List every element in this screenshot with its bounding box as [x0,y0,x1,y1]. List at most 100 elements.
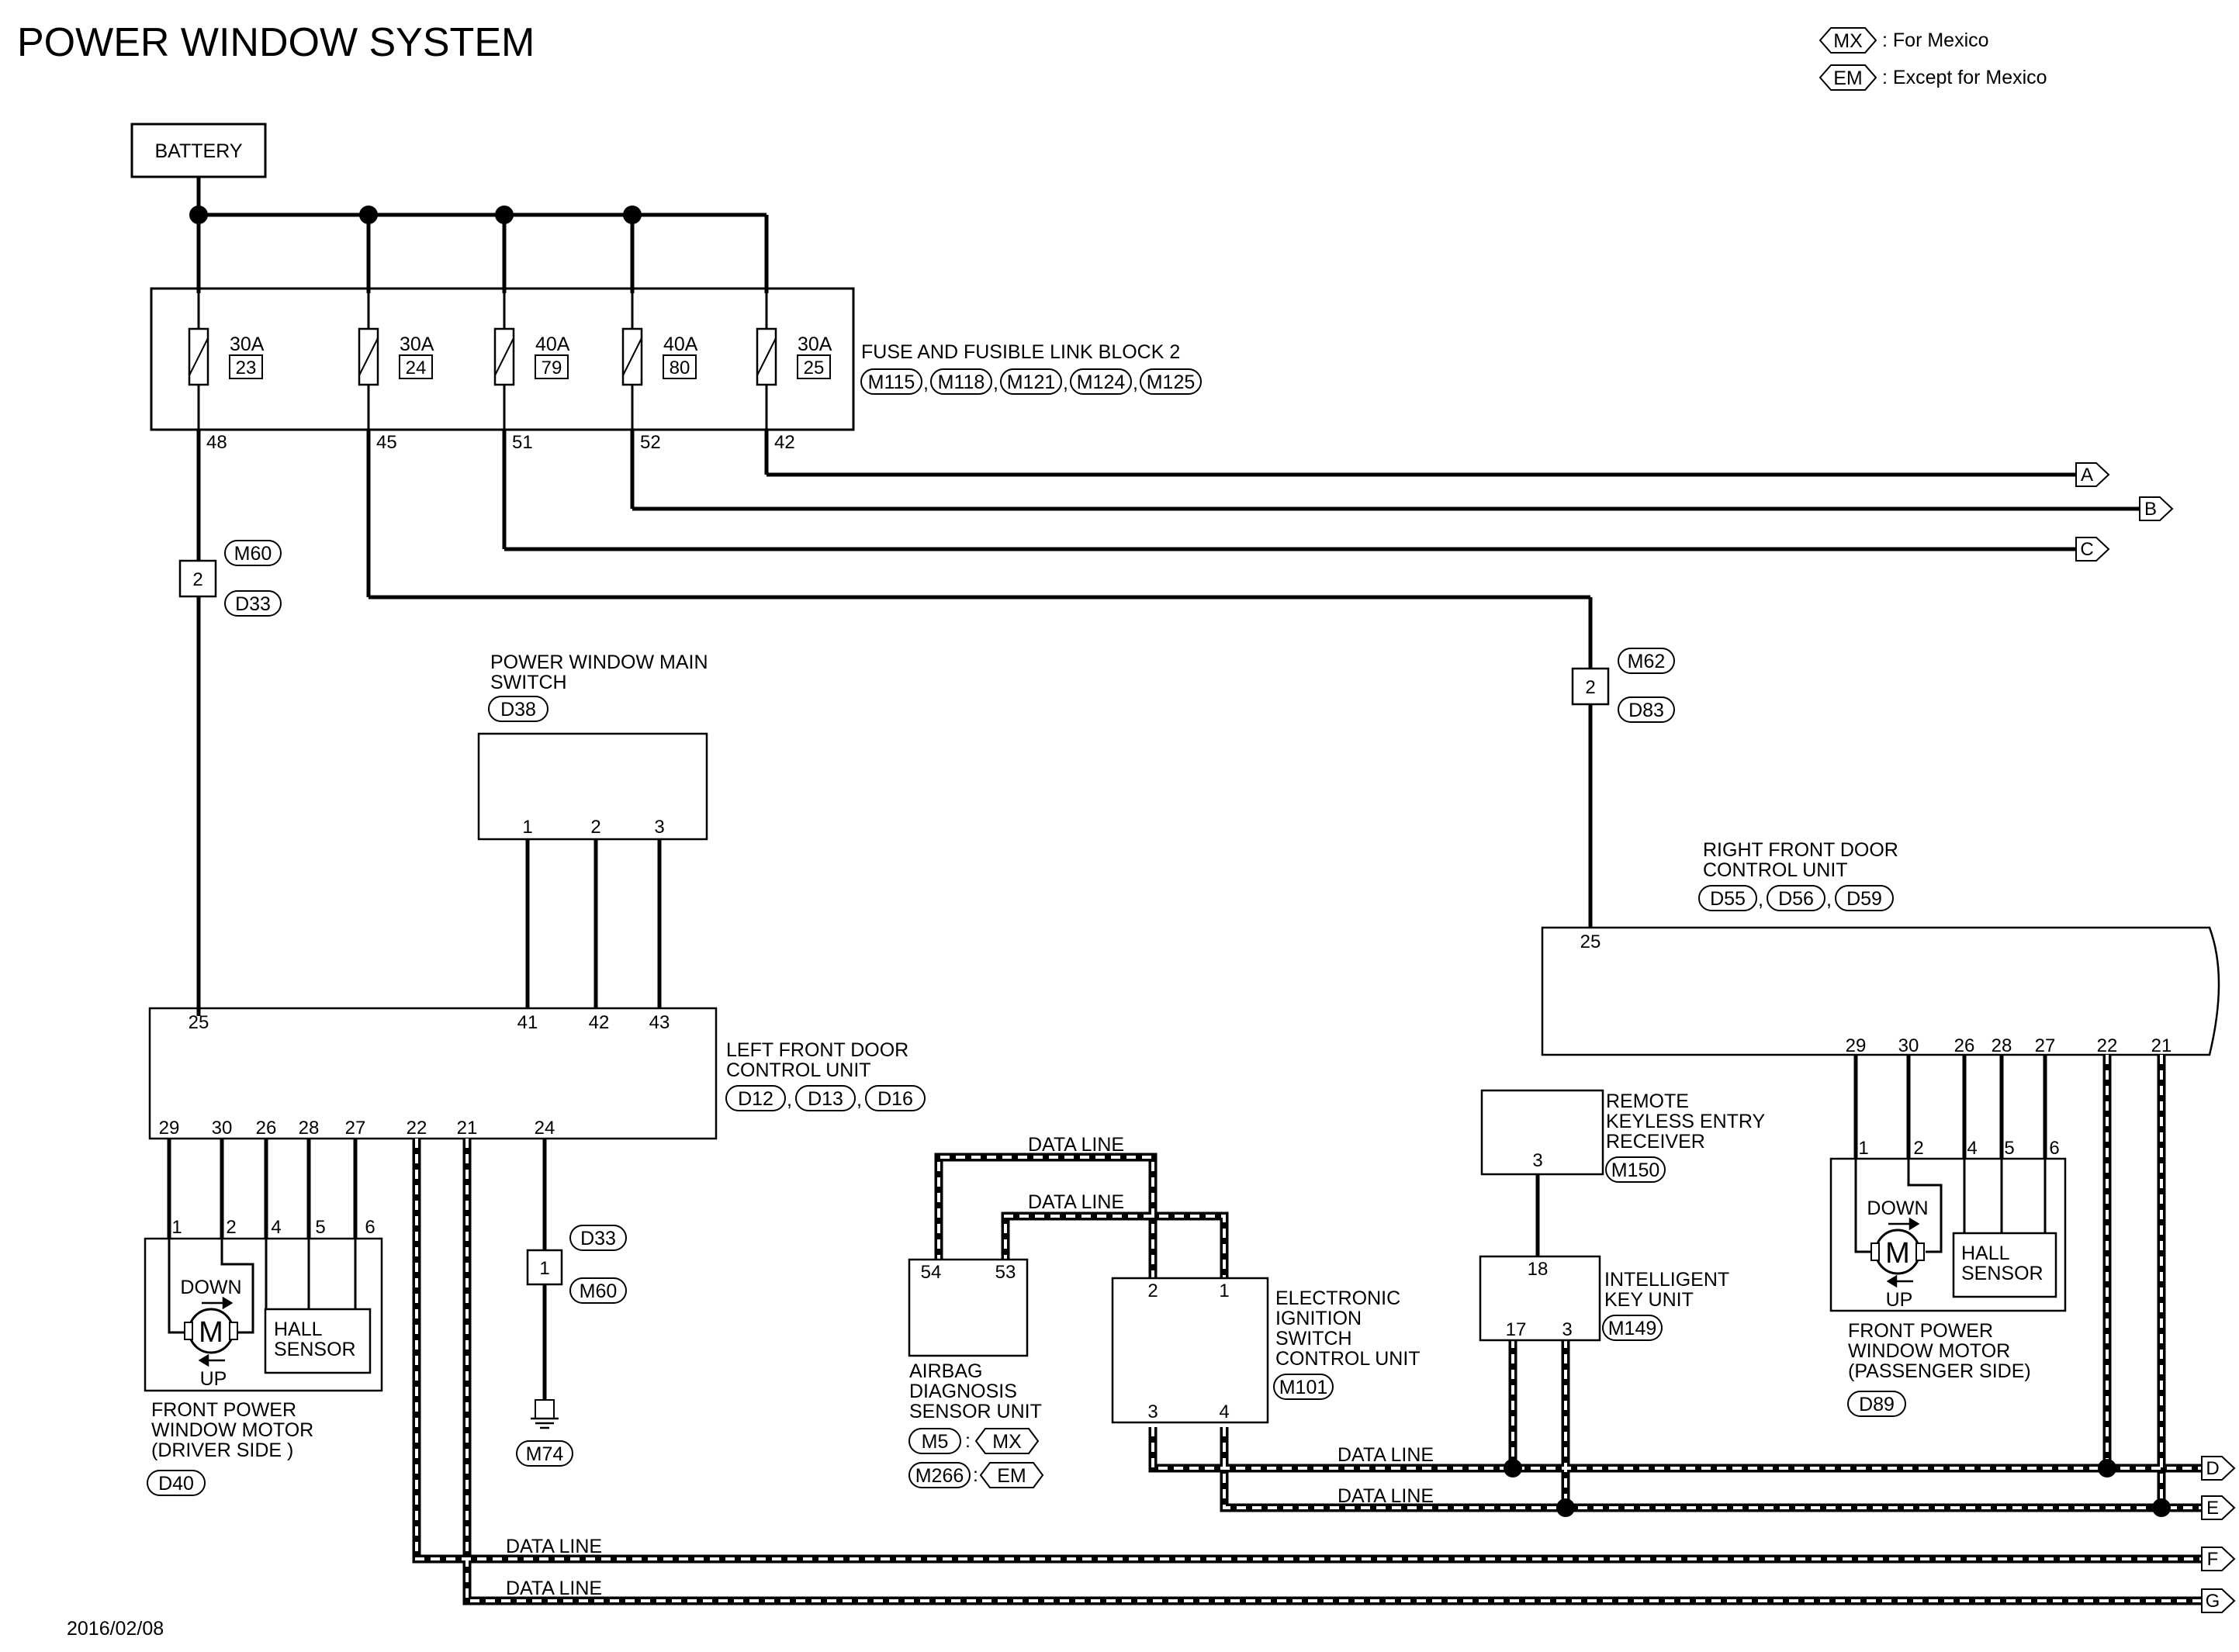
svg-text:(PASSENGER SIDE): (PASSENGER SIDE) [1848,1360,2031,1382]
intelligent-key-unit: 18 17 3 INTELLIGENT KEY UNIT M149 [1479,1255,1729,1342]
connector-M121: M121 [1000,368,1062,395]
svg-text:DIAGNOSIS: DIAGNOSIS [909,1381,1017,1402]
connector-separator: , [787,1089,792,1111]
left-dcu-connectors: D12,D13,D16 [725,1085,926,1111]
svg-text:25: 25 [189,1012,209,1033]
svg-text:4: 4 [271,1217,281,1238]
svg-text:AIRBAG: AIRBAG [909,1360,982,1382]
fuse-number: 25 [804,358,825,378]
offpage-b: B [2139,496,2174,521]
svg-text:DOWN: DOWN [1867,1198,1928,1219]
connector-separator: , [1826,889,1832,911]
svg-text:B: B [2144,499,2157,520]
svg-text:2: 2 [192,569,202,590]
svg-text:D13: D13 [808,1088,843,1110]
svg-text::: : [965,1430,971,1452]
svg-text:2: 2 [1147,1280,1158,1301]
svg-text:M101: M101 [1279,1377,1328,1398]
svg-text:D56: D56 [1778,888,1814,910]
right-door-control-unit: RIGHT FRONT DOOR CONTROL UNIT 25 29 30 2… [1541,839,2220,1056]
svg-text:D16: D16 [877,1088,913,1110]
offpage-f: F [2201,1547,2236,1571]
svg-text:HALL: HALL [274,1318,323,1340]
offpage-a: A [2075,462,2110,487]
diagram-title: POWER WINDOW SYSTEM [17,20,535,65]
fuse-terminal: 52 [640,432,661,453]
connector-D16: D16 [865,1085,926,1111]
fuse-terminal: 42 [774,432,795,453]
svg-text:ELECTRONIC: ELECTRONIC [1275,1287,1400,1309]
offpage-e: E [2201,1495,2236,1520]
svg-text:D83: D83 [1628,700,1664,721]
connector-M124: M124 [1070,368,1132,395]
svg-text:53: 53 [995,1262,1016,1283]
svg-text:M115: M115 [868,372,915,393]
fuse-rating: 30A [230,334,265,355]
svg-text:SWITCH: SWITCH [490,672,567,693]
ground-connector-label: M74 [526,1443,564,1465]
fuse-block-label: FUSE AND FUSIBLE LINK BLOCK 2 [861,341,1180,363]
svg-text:RIGHT FRONT DOOR: RIGHT FRONT DOOR [1703,839,1898,861]
svg-text:SWITCH: SWITCH [1275,1328,1352,1350]
svg-text:KEY UNIT: KEY UNIT [1604,1289,1694,1311]
fuse-block-connectors: M115,M118,M121,M124,M125 [860,368,1202,395]
svg-text:D89: D89 [1859,1394,1895,1415]
svg-text:CONTROL UNIT: CONTROL UNIT [1703,859,1848,881]
main-switch-wires [525,839,662,1008]
fuse-rating: 40A [663,334,698,355]
svg-text:WINDOW MOTOR: WINDOW MOTOR [151,1419,313,1441]
svg-text:2: 2 [590,817,600,838]
data-line-label-3: DATA LINE [1338,1444,1434,1466]
svg-text:5: 5 [315,1217,325,1238]
right-dcu-connectors: D55,D56,D59 [1698,885,1894,911]
svg-text:42: 42 [589,1012,610,1033]
svg-text:DOWN: DOWN [180,1277,241,1298]
svg-text:MX: MX [992,1431,1022,1453]
legend-label-em: : Except for Mexico [1882,67,2047,88]
svg-text:D33: D33 [235,593,271,615]
connector-D55: D55 [1698,885,1757,911]
diagram-date: 2016/02/08 [67,1618,164,1640]
offpage-g: G [2201,1588,2236,1613]
ground-branch: 1 D33 M60 M74 [516,1139,627,1467]
svg-text:WINDOW MOTOR: WINDOW MOTOR [1848,1340,2010,1362]
svg-text:41: 41 [517,1012,538,1033]
airbag-sensor-unit: 54 53 AIRBAG DIAGNOSIS SENSOR UNIT M5 : … [908,1258,1044,1488]
svg-text:IGNITION: IGNITION [1275,1308,1362,1329]
driver-motor-wires [167,1139,358,1239]
svg-text:1: 1 [171,1217,182,1238]
svg-text:E: E [2206,1498,2219,1519]
svg-text:FRONT POWER: FRONT POWER [151,1399,296,1421]
legend-code-em: EM [1833,67,1863,89]
svg-text:KEYLESS ENTRY: KEYLESS ENTRY [1606,1111,1766,1132]
svg-text:(DRIVER SIDE ): (DRIVER SIDE ) [151,1439,293,1461]
svg-text:21: 21 [2151,1035,2172,1056]
bus-splices [189,206,642,224]
svg-text:M: M [1885,1237,1910,1270]
connector-separator: , [1063,372,1068,394]
svg-text:22: 22 [2097,1035,2118,1056]
svg-text::: : [973,1464,978,1486]
svg-text:M124: M124 [1077,372,1126,393]
connector-D13: D13 [795,1085,856,1111]
svg-text:2: 2 [226,1217,236,1238]
passenger-motor-wires [1853,1055,2047,1159]
svg-text:D59: D59 [1846,888,1882,910]
svg-text:3: 3 [1562,1319,1572,1340]
svg-text:M121: M121 [1007,372,1056,393]
svg-text:G: G [2206,1591,2220,1612]
fuse-rating: 40A [535,334,570,355]
svg-text:29: 29 [1846,1035,1867,1056]
svg-text:CONTROL UNIT: CONTROL UNIT [1275,1348,1421,1370]
svg-text:SENSOR: SENSOR [274,1339,356,1360]
svg-text:28: 28 [299,1118,320,1139]
battery-label: BATTERY [155,140,243,162]
svg-text:D40: D40 [158,1473,194,1495]
svg-text:30: 30 [1898,1035,1919,1056]
legend-code-mx: MX [1833,30,1863,52]
